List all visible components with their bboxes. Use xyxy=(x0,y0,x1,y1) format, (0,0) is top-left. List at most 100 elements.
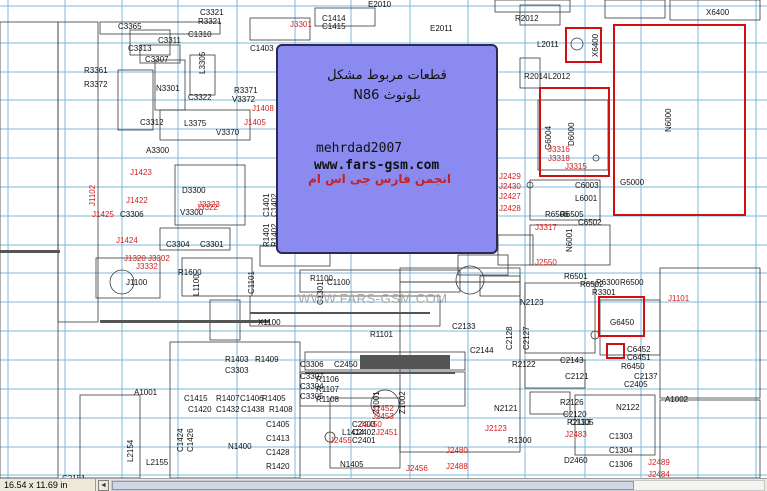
board-outline xyxy=(181,257,253,297)
test-point-label-j1423: J1423 xyxy=(130,168,152,177)
highlight-author: mehrdad2007 xyxy=(316,141,403,156)
board-via xyxy=(324,431,336,443)
component-label-c1403: C1403 xyxy=(250,44,274,53)
component-label-c1100: C1100 xyxy=(327,278,350,287)
scroll-left-button[interactable]: ◄ xyxy=(98,479,109,491)
test-point-label-j3315: J3315 xyxy=(565,162,587,171)
component-label-c2127: C2127 xyxy=(522,326,531,350)
board-outline xyxy=(129,29,171,56)
component-label-l2012: L2012 xyxy=(548,72,571,81)
component-label-c2137: C2137 xyxy=(634,372,658,381)
component-label-l1100: L1100 xyxy=(192,274,201,296)
board-outline xyxy=(574,394,656,456)
test-point-label-j2427: J2427 xyxy=(499,192,521,201)
board-outline xyxy=(159,109,251,141)
test-point-label-j1101: J1101 xyxy=(668,294,690,303)
component-label-r2012: R2012 xyxy=(515,14,539,23)
component-label-a3300: A3300 xyxy=(146,146,170,155)
component-label-c2151: C2151 xyxy=(62,474,86,478)
component-label-r6500: R6500 xyxy=(620,278,644,287)
board-outline xyxy=(169,341,301,478)
board-via xyxy=(370,389,400,419)
highlight-site: www.fars-gsm.com xyxy=(314,158,440,173)
component-label-v3370: V3370 xyxy=(216,128,240,137)
test-point-label-j2451: J2451 xyxy=(376,428,398,437)
board-outline xyxy=(529,179,601,221)
board-outline xyxy=(479,275,521,297)
board-trace xyxy=(250,312,430,314)
horizontal-scrollbar[interactable] xyxy=(111,479,765,491)
component-label-d3300: D3300 xyxy=(182,186,206,195)
component-label-c3365: C3365 xyxy=(118,22,142,31)
component-label-r3301: R3301 xyxy=(592,288,616,297)
board-outline xyxy=(669,0,761,21)
component-label-v3300: V3300 xyxy=(180,208,204,217)
component-label-r2126: R2126 xyxy=(560,398,584,407)
highlight-title: قطعات مربوط مشکل xyxy=(327,68,447,83)
board-outline xyxy=(174,164,246,226)
component-label-r1101: R1101 xyxy=(370,330,393,339)
board-via xyxy=(526,181,534,189)
component-label-l2011: L2011 xyxy=(537,40,559,49)
component-label-c3306: C3306 xyxy=(120,210,144,219)
component-label-r1107: R1107 xyxy=(316,385,339,394)
component-label-c1426: C1426 xyxy=(186,428,195,452)
board-outline xyxy=(529,224,611,266)
callout-d6000 xyxy=(539,87,610,177)
component-label-c1420: C1420 xyxy=(188,405,212,414)
component-label-a1001: A1001 xyxy=(134,388,158,397)
board-outline xyxy=(139,44,181,64)
component-label-r6502: R6502 xyxy=(580,280,604,289)
component-label-r1408: R1408 xyxy=(269,405,293,414)
board-outline xyxy=(529,391,571,415)
test-point-label-j3318: J3318 xyxy=(548,154,570,163)
board-outline xyxy=(79,394,141,478)
component-label-c2450: C2450 xyxy=(334,360,358,369)
component-label-l2155: L2155 xyxy=(146,458,169,467)
component-label-c1306: C1306 xyxy=(609,460,633,469)
test-point-label-j2483: J2483 xyxy=(565,430,587,439)
component-label-r1409: R1409 xyxy=(255,355,279,364)
highlight-subtitle: بلوتوث N86 xyxy=(353,88,421,103)
component-label-r1420: R1420 xyxy=(266,462,290,471)
component-label-r2014: R2014 xyxy=(524,72,548,81)
test-point-label-j2428: J2428 xyxy=(499,204,521,213)
test-point-label-j2429: J2429 xyxy=(499,172,521,181)
component-label-r1600: R1600 xyxy=(178,268,202,277)
board-outline xyxy=(117,69,154,131)
component-label-c2128: C2128 xyxy=(505,326,514,350)
board-outline xyxy=(95,257,161,299)
component-label-n2121: N2121 xyxy=(494,404,518,413)
component-label-r1300: R1300 xyxy=(508,436,532,445)
board-via xyxy=(592,154,600,162)
component-label-c1424: C1424 xyxy=(176,428,185,452)
component-label-r2122: R2122 xyxy=(512,360,536,369)
component-label-c3304: C3304 xyxy=(166,240,190,249)
component-label-c1432: C1432 xyxy=(216,405,240,414)
status-bar: 16.54 x 11.69 in ◄ xyxy=(0,478,767,491)
component-label-z1002: Z1002 xyxy=(398,391,407,414)
component-label-l6001: L6001 xyxy=(575,194,598,203)
board-outline xyxy=(159,227,231,251)
board-outline xyxy=(659,267,761,399)
board-outline xyxy=(314,7,376,27)
component-label-r3321: R3321 xyxy=(198,17,222,26)
component-label-n6001: N6001 xyxy=(565,228,574,252)
component-label-l2154: L2154 xyxy=(126,439,135,462)
board-outline xyxy=(497,234,534,266)
component-label-c1413: C1413 xyxy=(266,434,290,443)
scrollbar-thumb[interactable] xyxy=(112,480,634,490)
test-point-label-j3317: J3317 xyxy=(535,223,557,232)
component-label-l1414: L1414 xyxy=(342,428,365,437)
component-label-r3361: R3361 xyxy=(84,66,108,75)
board-outline xyxy=(494,0,571,13)
component-label-c3303: C3303 xyxy=(225,366,249,375)
board-trace xyxy=(0,250,60,253)
component-label-c3301: C3301 xyxy=(200,240,224,249)
test-point-label-j3301: J3301 xyxy=(290,20,312,29)
page-size-readout: 16.54 x 11.69 in xyxy=(0,479,96,491)
component-label-e2011: E2011 xyxy=(430,24,453,33)
test-point-label-j1320: J1320 xyxy=(124,254,146,263)
component-label-c3307: C3307 xyxy=(145,55,169,64)
